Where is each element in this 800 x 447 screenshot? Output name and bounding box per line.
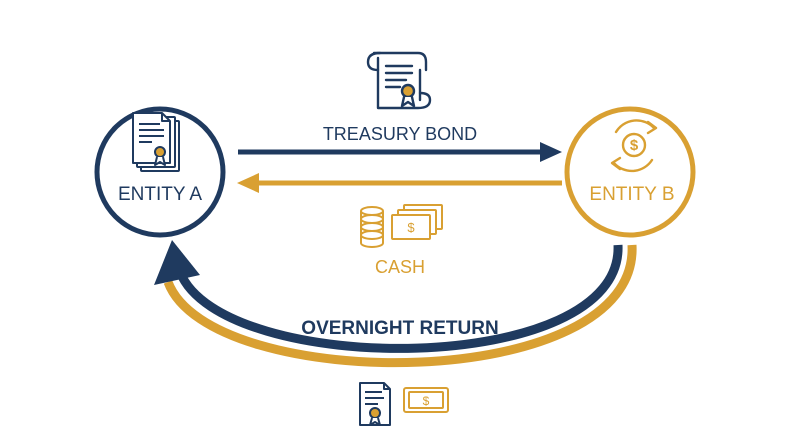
cash-label: CASH <box>375 257 425 277</box>
certificate-document-icon <box>132 112 180 172</box>
bond-certificate-icon <box>359 382 391 426</box>
entity-a-label: ENTITY A <box>118 184 202 205</box>
overnight-return-label: OVERNIGHT RETURN <box>301 318 498 339</box>
svg-text:$: $ <box>423 394 430 408</box>
banknote-icon: $ <box>403 387 449 413</box>
treasury-bond-label: TREASURY BOND <box>323 124 477 144</box>
cash-stack-icon: $ <box>360 204 443 248</box>
currency-exchange-icon: $ <box>610 119 658 173</box>
svg-text:$: $ <box>407 220 415 235</box>
svg-text:$: $ <box>630 137 639 154</box>
entity-b-label: ENTITY B <box>589 184 674 205</box>
overnight-return-arrow <box>154 240 637 368</box>
cash-arrow-b-to-a <box>237 173 562 193</box>
bond-arrow-a-to-b <box>238 142 562 162</box>
bond-certificate-icon <box>366 51 432 110</box>
